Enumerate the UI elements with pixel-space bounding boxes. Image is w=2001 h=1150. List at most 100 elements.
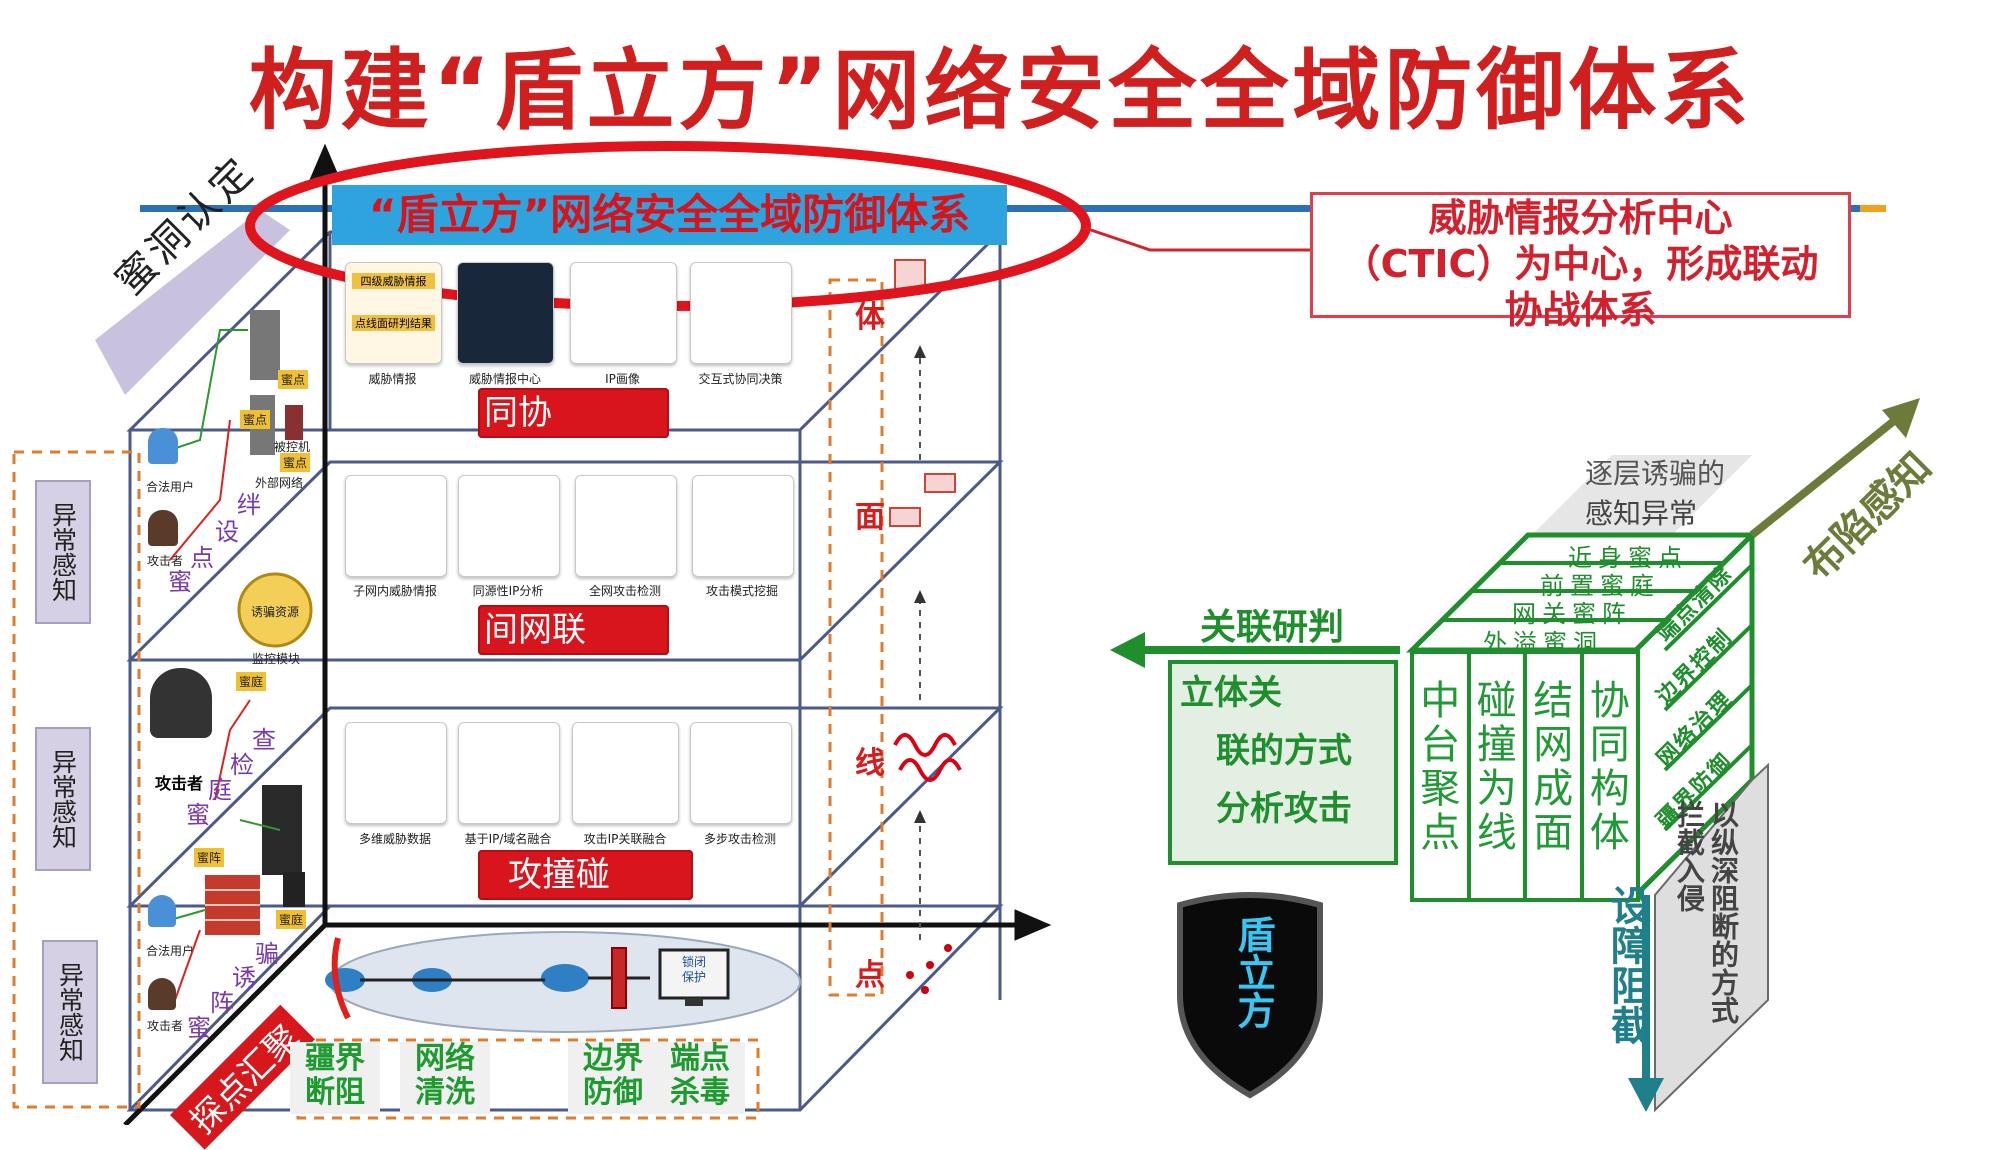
user-icon-legit-2: [148, 895, 176, 927]
tag-honeypot-1: 蜜点: [278, 370, 309, 389]
cube-col-network-plane: 结网成面: [1527, 654, 1584, 898]
caption-ip-profile: IP画像: [605, 372, 640, 386]
cube-row-gateway-honeyarray: 网关蜜阵: [1512, 600, 1632, 628]
bottom-cell-2-line1: 网络: [415, 1041, 475, 1076]
tile-interactive-decision: [690, 262, 792, 364]
user-icon-legit: [148, 428, 178, 464]
layer-bar-network: 间网联: [478, 605, 669, 655]
header-divider-line: [140, 205, 1880, 212]
tile-threat-intel: 四级威胁情报 点线面研判结果: [345, 262, 442, 364]
layer-label-plane: 面: [855, 500, 885, 535]
system-banner: “盾立方”网络安全全域防御体系: [332, 185, 1007, 245]
tile-attack-ip-fusion: [572, 722, 679, 824]
tag-honeypot-2: 蜜点: [240, 410, 271, 429]
caption-threat-center: 威胁情报中心: [468, 372, 541, 386]
tile-intel-tag-2: 点线面研判结果: [352, 315, 435, 331]
tag-honey-array: 蜜阵: [194, 848, 225, 867]
label-lure-resource: 诱骗资源: [250, 605, 299, 619]
tag-honey-court-2: 蜜庭: [276, 910, 307, 929]
bottom-cell-1-line2: 断阻: [305, 1075, 365, 1110]
caption-attack-ip-fusion: 攻击IP关联融合: [583, 832, 667, 846]
word-point: 点: [190, 544, 214, 572]
caption-attack-pattern: 攻击模式挖掘: [705, 584, 778, 598]
tag-honeypot-3: 蜜点: [280, 453, 311, 472]
bottom-cell-1-line1: 疆界: [305, 1041, 365, 1076]
bottom-cell-3-line1: 边界: [583, 1041, 643, 1076]
arrow-label-correlation: 关联研判: [1200, 607, 1345, 648]
label-monitor-module: 监控模块: [252, 652, 301, 666]
label-legit-user-2: 合法用户: [145, 944, 194, 958]
cube-row-front-honeycourt: 前置蜜庭: [1540, 572, 1660, 600]
lock-protect-label: 锁闭 保护: [681, 955, 706, 984]
layer-bar-collab: 同协: [478, 388, 669, 438]
caption-multistep-attack: 多步攻击检测: [703, 832, 776, 846]
cube-top-text-1: 逐层诱骗的: [1585, 457, 1726, 490]
caption-network-attack: 全网攻击检测: [588, 584, 661, 598]
ctic-line-1: 威胁情报分析中心: [1428, 196, 1733, 240]
layer-label-point: 点: [855, 958, 885, 993]
word-honey-1: 蜜: [168, 568, 192, 596]
bottom-cell-3-line2: 防御: [583, 1075, 643, 1110]
layer-bar-collision: 攻撞碰: [478, 850, 693, 900]
bottom-cell-boundary-defense: 边界 防御: [568, 1042, 658, 1114]
layer-label-line: 线: [855, 746, 885, 781]
bottom-cell-endpoint-av: 端点 杀毒: [655, 1042, 745, 1114]
cube-col-collision-line: 碰撞为线: [1471, 654, 1527, 898]
arrow-label-block: 设障阻截: [1604, 885, 1650, 1045]
layer-structure-lines: [12, 141, 1920, 1125]
ctic-note: 威胁情报分析中心 （CTIC）为中心，形成联动 协战体系: [1310, 192, 1851, 332]
cube-col-center-point: 中台聚点: [1414, 654, 1471, 898]
right-slab-text: 以纵深阻断的方式拦截入侵: [1673, 800, 1740, 1024]
cube-top-text-2: 感知异常: [1585, 497, 1698, 530]
tile-intel-tag-1: 四级威胁情报: [352, 273, 435, 289]
word-court: 庭: [208, 776, 232, 804]
header-divider-accent: [1860, 205, 1886, 212]
caption-subnet-intel: 子网内威胁情报: [352, 584, 437, 598]
correlation-line-1: 立体关: [1180, 673, 1282, 713]
bottom-cell-4-line1: 端点: [670, 1041, 730, 1076]
bottom-cell-network-clean: 网络 清洗: [400, 1042, 490, 1114]
label-external-network: 外部网络: [255, 476, 304, 490]
diagonal-band-top: [95, 210, 290, 395]
label-legit-user: 合法用户: [145, 480, 194, 494]
page-title: 构建“盾立方”网络安全全域防御体系: [248, 39, 1753, 142]
bottom-cell-border-block: 疆界 断阻: [290, 1042, 380, 1114]
tile-homologous-ip: [458, 475, 560, 577]
tile-ip-domain-fusion: [458, 722, 560, 824]
caption-homologous-ip: 同源性IP分析: [472, 584, 544, 598]
tile-multistep-attack: [690, 722, 792, 824]
word-array: 阵: [210, 989, 234, 1017]
cube-row-near-honeypoint: 近身蜜点: [1568, 544, 1688, 572]
cube-col-coop-body: 协同构体: [1589, 678, 1630, 856]
user-icon-attacker: [148, 510, 178, 546]
label-attacker: 攻击者: [146, 554, 183, 568]
tile-ip-profile: [570, 262, 677, 364]
user-icon-attacker-2: [148, 978, 176, 1010]
tile-threat-center: [457, 262, 554, 364]
tile-attack-pattern: [692, 475, 794, 577]
shield-label: 盾立方: [1231, 915, 1275, 1029]
user-icon-attacker-big: [150, 668, 212, 738]
caption-threat-intel: 威胁情报: [368, 372, 417, 386]
tile-network-attack: [575, 475, 677, 577]
word-lure: 诱: [232, 964, 256, 992]
word-set: 设: [215, 518, 239, 546]
bottom-cell-2-line2: 清洗: [415, 1075, 475, 1110]
side-label-anomaly-2: 异常感知: [35, 727, 91, 871]
cube-front-face: 中台聚点 碰撞为线 结网成面 协同构体: [1410, 650, 1640, 902]
word-deceive: 骗: [255, 940, 279, 968]
correlation-line-3: 分析攻击: [1216, 789, 1352, 829]
caption-interactive-decision: 交互式协同决策: [698, 372, 783, 386]
tag-honey-court: 蜜庭: [236, 672, 267, 691]
ctic-line-3: 协战体系: [1504, 288, 1657, 332]
word-check: 查: [252, 726, 276, 754]
word-honey-2: 蜜: [186, 801, 210, 829]
label-attacker-2: 攻击者: [146, 1019, 183, 1033]
side-label-anomaly-3: 异常感知: [42, 940, 98, 1084]
label-attacker-big: 攻击者: [155, 774, 204, 793]
word-trip: 绊: [237, 491, 261, 519]
word-honey-3: 蜜: [187, 1014, 211, 1042]
tile-multi-dim-data: [345, 722, 447, 824]
correlation-line-2: 联的方式: [1216, 731, 1352, 771]
ctic-line-2: （CTIC）为中心，形成联动: [1342, 242, 1819, 286]
